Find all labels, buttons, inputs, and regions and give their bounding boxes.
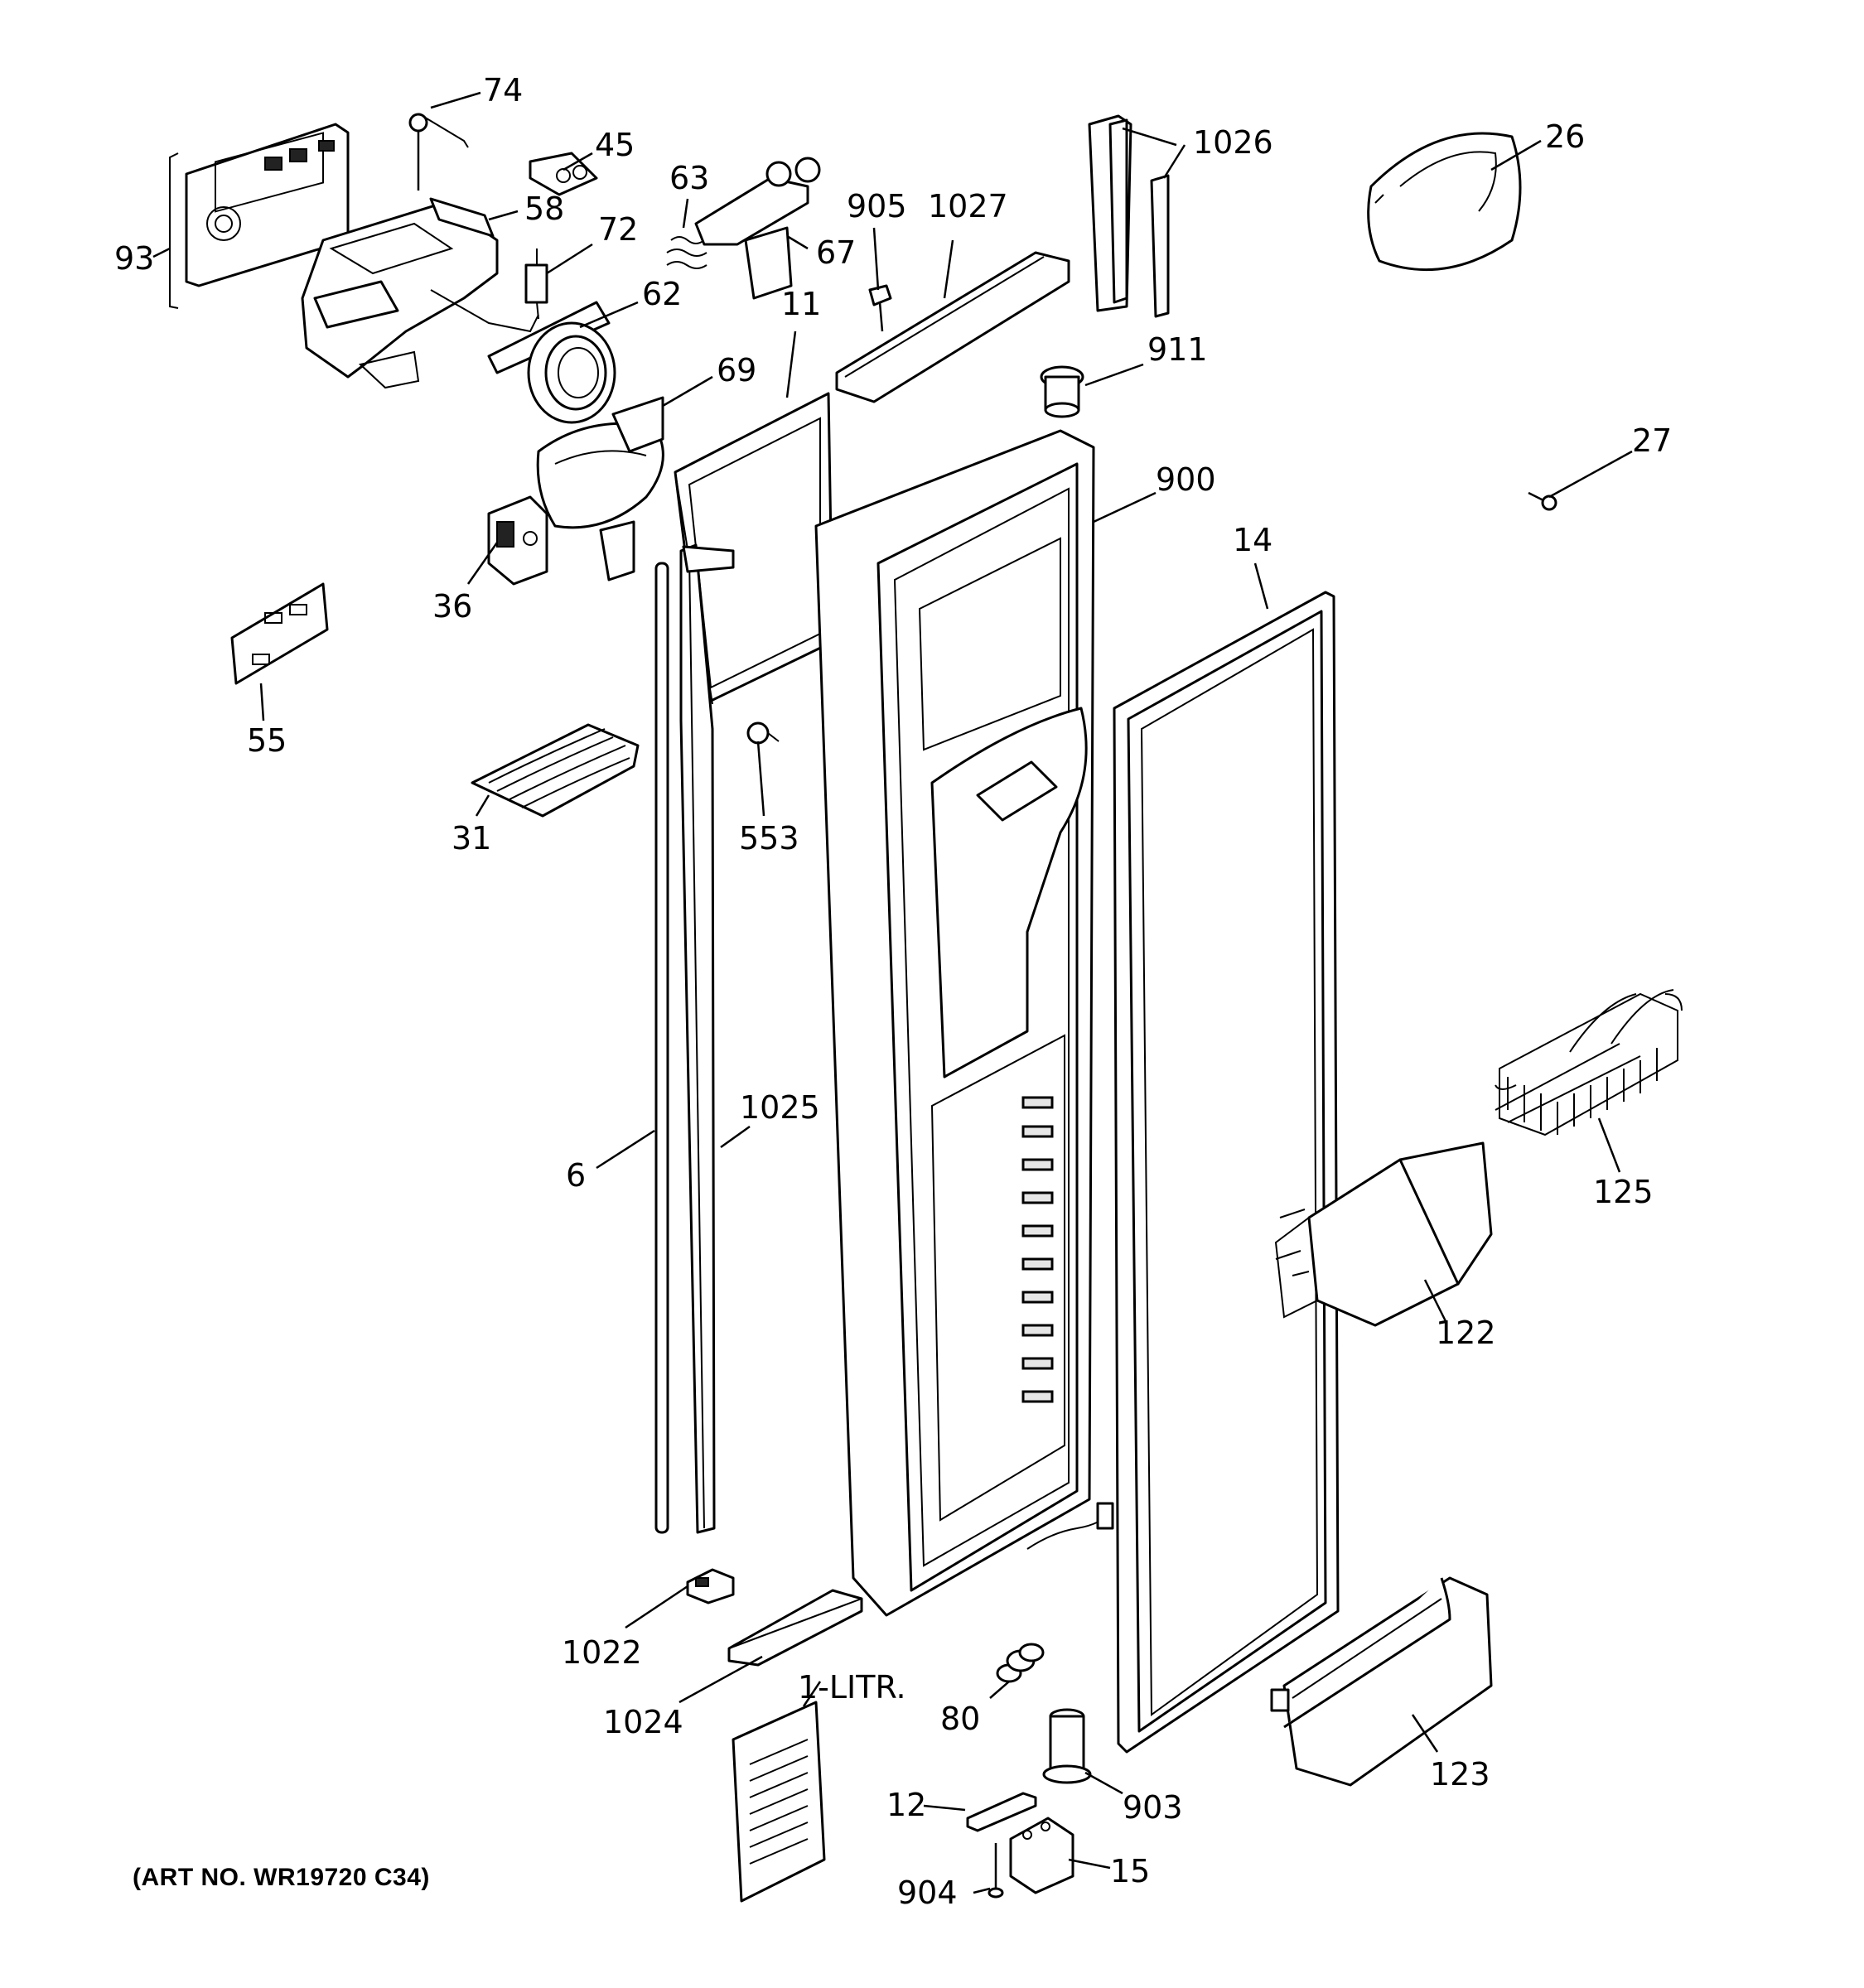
part-123-bin xyxy=(1270,1576,1493,1787)
part-1026-strips xyxy=(1088,114,1170,318)
callout-93: 93 xyxy=(114,240,154,277)
part-122-bin xyxy=(1274,1141,1493,1327)
callout-72: 72 xyxy=(598,211,638,248)
callout-80: 80 xyxy=(940,1701,980,1737)
part-15-hinge xyxy=(1009,1817,1074,1894)
callout-553: 553 xyxy=(739,820,799,856)
part-553-grommet xyxy=(746,721,780,745)
part-1024-bracket xyxy=(727,1589,863,1667)
part-1025-rail xyxy=(679,543,735,1534)
part-14-gasket xyxy=(1113,591,1340,1754)
part-74-spring xyxy=(408,113,469,191)
callout-904: 904 xyxy=(897,1875,958,1911)
callout-1026: 1026 xyxy=(1193,124,1273,161)
callout-12: 12 xyxy=(886,1787,926,1823)
part-45-bracket xyxy=(529,152,598,196)
callout-69: 69 xyxy=(717,352,756,388)
callout-67: 67 xyxy=(816,234,856,271)
callout-1027: 1027 xyxy=(928,188,1008,224)
part-55-board xyxy=(230,582,329,685)
callout-labels: 74 45 93 58 72 63 67 62 69 11 905 1027 1… xyxy=(114,72,1672,1911)
part-62-ring xyxy=(487,301,616,424)
callout-1-litr: 1-LITR. xyxy=(798,1669,906,1706)
part-58-housing xyxy=(301,197,539,389)
callout-27: 27 xyxy=(1632,422,1672,459)
part-12-plate xyxy=(966,1792,1037,1832)
callout-11: 11 xyxy=(781,286,821,322)
door-shelf-nubs xyxy=(1021,1096,1054,1403)
part-80-plug xyxy=(996,1643,1045,1683)
part-1-litr-literature xyxy=(732,1701,826,1903)
callout-55: 55 xyxy=(247,722,287,759)
callout-900: 900 xyxy=(1156,461,1216,498)
callout-122: 122 xyxy=(1436,1315,1496,1351)
callout-125: 125 xyxy=(1593,1174,1654,1210)
leader-lines xyxy=(152,91,1633,1894)
part-72-switch xyxy=(524,248,548,320)
callout-905: 905 xyxy=(847,188,907,224)
part-67-actuator xyxy=(694,157,821,300)
part-93-control-panel xyxy=(169,123,350,309)
callout-15: 15 xyxy=(1110,1853,1150,1889)
part-903-bushing xyxy=(1042,1708,1092,1784)
part-905-screw xyxy=(868,284,892,332)
part-900-door-liner xyxy=(814,429,1114,1617)
callout-63: 63 xyxy=(669,160,709,196)
part-31-grille xyxy=(471,723,640,818)
callout-911: 911 xyxy=(1147,331,1208,368)
callout-1025: 1025 xyxy=(740,1089,820,1126)
part-36-bracket xyxy=(487,495,548,586)
callout-36: 36 xyxy=(432,588,472,625)
callout-45: 45 xyxy=(595,127,635,163)
callout-26: 26 xyxy=(1545,118,1585,155)
callout-903: 903 xyxy=(1123,1789,1183,1826)
part-1027-cap xyxy=(835,251,1070,403)
part-69-chute xyxy=(536,396,664,581)
callout-6: 6 xyxy=(566,1157,586,1194)
part-26-bucket xyxy=(1367,132,1522,272)
callout-1024: 1024 xyxy=(603,1704,683,1740)
callout-123: 123 xyxy=(1430,1756,1490,1793)
part-6-tube xyxy=(654,562,669,1534)
part-904-screw xyxy=(988,1843,1004,1899)
art-number: (ART NO. WR19720 C34) xyxy=(133,1864,430,1891)
callout-58: 58 xyxy=(524,191,564,227)
callout-14: 14 xyxy=(1233,522,1272,558)
callout-1022: 1022 xyxy=(562,1634,642,1671)
part-63-spring xyxy=(666,236,707,269)
callout-74: 74 xyxy=(483,72,523,109)
part-911-bushing xyxy=(1040,365,1084,418)
part-1022-clip xyxy=(686,1568,735,1604)
part-125-basket xyxy=(1495,989,1683,1136)
callout-31: 31 xyxy=(452,820,491,856)
callout-62: 62 xyxy=(642,276,682,312)
